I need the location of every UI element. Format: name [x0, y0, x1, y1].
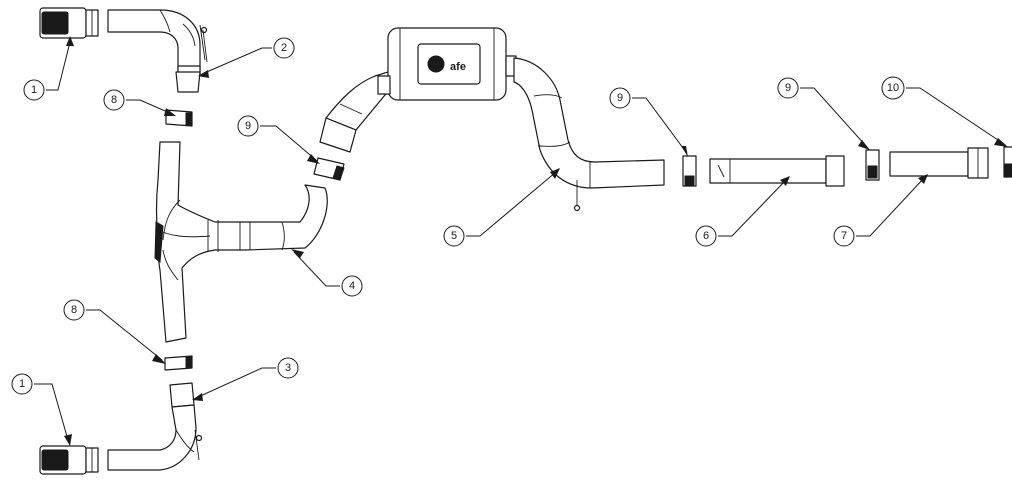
callout-7: 7: [833, 225, 855, 247]
bend-pipe-bottom: [107, 382, 203, 471]
svg-text:5: 5: [451, 230, 457, 242]
clamp-right-2: [865, 149, 880, 181]
callout-5: 5: [443, 225, 465, 247]
svg-text:8: 8: [111, 94, 117, 106]
muffler: afe: [377, 27, 517, 101]
svg-text:1: 1: [31, 84, 37, 96]
straight-pipe-7: [889, 147, 989, 179]
svg-text:6: 6: [703, 230, 709, 242]
svg-text:1: 1: [19, 378, 25, 390]
callout-6: 6: [695, 225, 717, 247]
leader-lines: [34, 36, 1008, 446]
svg-text:8: 8: [71, 304, 77, 316]
svg-text:7: 7: [841, 230, 847, 242]
svg-text:9: 9: [245, 120, 251, 132]
callout-10: 10: [881, 76, 905, 100]
callout-9-right-2: 9: [777, 77, 799, 99]
bend-pipe-top: [107, 9, 208, 93]
clamp-bottom: [164, 355, 193, 371]
callout-2: 2: [273, 37, 295, 59]
clamp-right-1: [682, 155, 697, 187]
y-pipe: [154, 141, 328, 343]
callout-8-bottom: 8: [63, 299, 85, 321]
callout-1-bottom: 1: [11, 373, 33, 395]
straight-pipe-6: [709, 155, 845, 187]
svg-text:10: 10: [887, 82, 899, 94]
clamp-end: [1003, 146, 1012, 178]
muffler-inlet-pipe: [319, 71, 394, 153]
svg-text:3: 3: [285, 362, 291, 374]
svg-text:9: 9: [785, 82, 791, 94]
svg-text:2: 2: [281, 42, 287, 54]
svg-text:4: 4: [349, 280, 355, 292]
muffler-logo-text: afe: [450, 61, 466, 73]
callout-1-top: 1: [23, 79, 45, 101]
exhaust-tip-bottom: [39, 445, 99, 475]
svg-text:9: 9: [617, 92, 623, 104]
callout-9-right-1: 9: [609, 87, 631, 109]
callout-3: 3: [277, 357, 299, 379]
callout-4: 4: [341, 275, 363, 297]
callout-8-top: 8: [103, 89, 125, 111]
clamp-middle: [313, 157, 345, 181]
callout-9-middle: 9: [237, 115, 259, 137]
muffler-outlet-pipe: [513, 57, 665, 212]
exhaust-tip-top: [39, 7, 99, 39]
